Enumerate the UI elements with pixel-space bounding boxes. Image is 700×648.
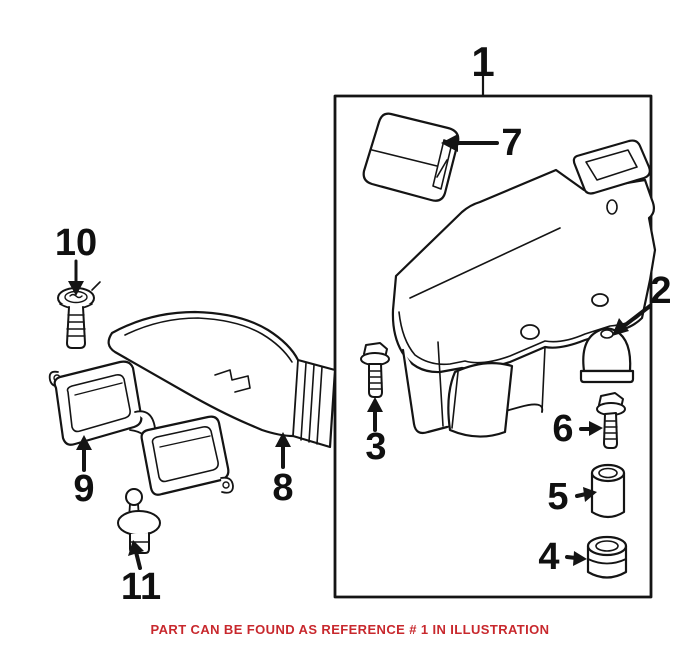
reference-caption: PART CAN BE FOUND AS REFERENCE # 1 IN IL… — [150, 622, 550, 637]
rubber-buffer-drawing — [579, 327, 635, 384]
ref-label-5: 5 — [547, 476, 569, 518]
spacer-sleeve-drawing — [590, 463, 626, 519]
ref-label-6: 6 — [552, 408, 574, 450]
ref-label-1: 1 — [471, 38, 495, 85]
ref-label-3: 3 — [365, 426, 387, 468]
air-filter-element-drawing — [362, 112, 460, 202]
ref-label-8: 8 — [272, 467, 294, 509]
bolt-3-drawing — [360, 342, 390, 398]
reference-box — [333, 74, 653, 599]
callout-arrows — [68, 134, 652, 570]
ref-label-7: 7 — [501, 122, 523, 164]
screw-10-drawing — [57, 281, 101, 349]
ref-label-2: 2 — [650, 270, 672, 312]
ref-label-10: 10 — [54, 222, 98, 264]
rivet-11-drawing — [117, 488, 161, 554]
grommet-drawing — [586, 535, 628, 579]
ref-label-11: 11 — [120, 566, 162, 608]
bolt-6-drawing — [596, 392, 626, 449]
ref-label-4: 4 — [538, 536, 560, 578]
air-box-drawing — [391, 139, 657, 438]
intake-duct-rear-drawing — [107, 310, 337, 449]
ref-label-9: 9 — [73, 468, 95, 510]
intake-duct-front-drawing — [48, 360, 234, 496]
